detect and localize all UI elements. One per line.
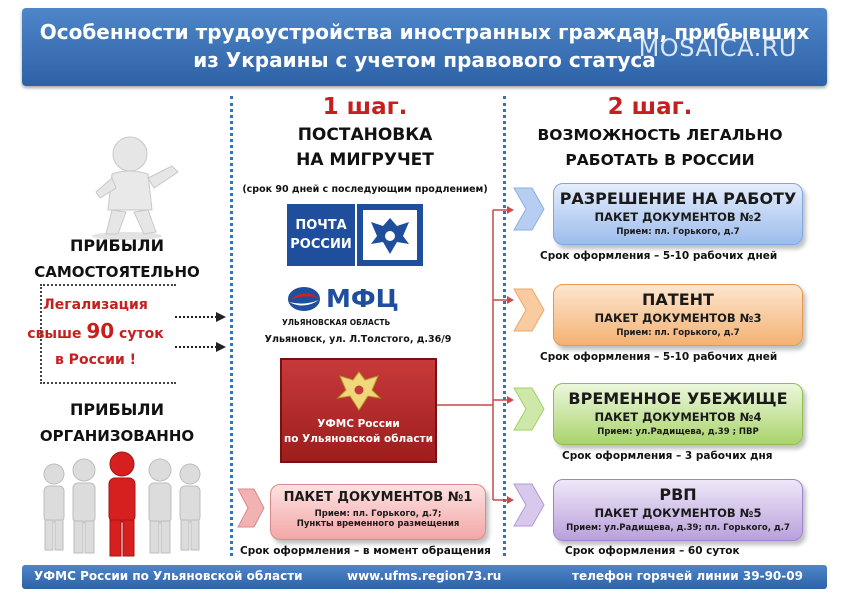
- asylum-card: ВРЕМЕННОЕ УБЕЖИЩЕ ПАКЕТ ДОКУМЕНТОВ №4 Пр…: [553, 383, 803, 445]
- step2-title-line-2: РАБОТАТЬ В РОССИИ: [565, 151, 755, 169]
- pochta-logo: ПОЧТА РОССИИ: [287, 204, 355, 266]
- step2-title-line-1: ВОЗМОЖНОСТЬ ЛЕГАЛЬНО: [537, 126, 783, 144]
- arrived-self-line-2: САМОСТОЯТЕЛЬНО: [34, 263, 200, 281]
- footer-bar: УФМС России по Ульяновской области www.u…: [22, 565, 827, 589]
- footer-org: УФМС России по Ульяновской области: [34, 569, 303, 583]
- patent-term: Срок оформления – 5-10 рабочих дней: [540, 351, 778, 363]
- card5-chevron-icon: [513, 483, 545, 527]
- rvp-address: Прием: ул.Радищева, д.39; пл. Горького, …: [566, 523, 790, 533]
- legal-post: суток: [114, 326, 164, 342]
- header-banner: Особенности трудоустройства иностранных …: [22, 8, 827, 86]
- rvp-card: РВП ПАКЕТ ДОКУМЕНТОВ №5 Прием: ул.Радище…: [553, 479, 803, 541]
- step1-title-line-1: ПОСТАНОВКА: [297, 125, 433, 145]
- legal-line-1: Легализация: [43, 297, 148, 313]
- mfc-address: Ульяновск, ул. Л.Толстого, д.36/9: [264, 334, 452, 345]
- card4-chevron-icon: [513, 387, 545, 431]
- group-people-icon: [43, 451, 201, 557]
- legal-days-number: 90: [86, 319, 115, 343]
- legal-line-2: свыше 90 суток: [18, 318, 173, 347]
- patent-title: ПАТЕНТ: [642, 290, 714, 309]
- work-permit-package: ПАКЕТ ДОКУМЕНТОВ №2: [594, 210, 762, 224]
- step2-number: 2 шаг.: [607, 94, 693, 120]
- asylum-address: Прием: ул.Радищева, д.39 ; ПВР: [597, 427, 759, 437]
- pochta-line-2: РОССИИ: [290, 237, 352, 252]
- package1-title: ПАКЕТ ДОКУМЕНТОВ №1: [283, 490, 473, 505]
- work-permit-term: Срок оформления – 5-10 рабочих дней: [540, 250, 778, 262]
- arrived-org-label: ПРИБЫЛИ ОРГАНИЗОВАННО: [22, 396, 212, 450]
- asylum-term: Срок оформления – 3 рабочих дня: [562, 450, 773, 462]
- package1-line-2: Пункты временного размещения: [296, 519, 460, 529]
- legal-arrows: [175, 312, 226, 352]
- rvp-package: ПАКЕТ ДОКУМЕНТОВ №5: [594, 506, 762, 520]
- arrived-self-line-1: ПРИБЫЛИ: [70, 236, 164, 255]
- eagle-emblem-icon: [357, 204, 423, 266]
- work-permit-address: Прием: пл. Горького, д.7: [616, 227, 740, 237]
- footer-phone: телефон горячей линии 39-90-09: [572, 569, 803, 583]
- legalization-note: Легализация свыше 90 суток в России !: [18, 292, 173, 373]
- person-thinking-icon: [92, 136, 179, 240]
- pochta-line-1: ПОЧТА: [295, 218, 347, 233]
- package1-chevron-icon: [237, 488, 265, 528]
- title-line-2: из Украины с учетом правового статуса: [193, 48, 656, 72]
- ufms-box: УФМС России по Ульяновской области: [280, 358, 437, 463]
- patent-card: ПАТЕНТ ПАКЕТ ДОКУМЕНТОВ №3 Прием: пл. Го…: [553, 284, 803, 346]
- card2-chevron-icon: [513, 187, 545, 231]
- watermark: MOSAICA.RU: [638, 34, 797, 62]
- mfc-region: УЛЬЯНОВСКАЯ ОБЛАСТЬ: [282, 318, 391, 327]
- ufms-eagle-icon: [336, 371, 381, 411]
- work-permit-card: РАЗРЕШЕНИЕ НА РАБОТУ ПАКЕТ ДОКУМЕНТОВ №2…: [553, 183, 803, 245]
- card3-chevron-icon: [513, 288, 545, 332]
- package1-line-1: Прием: пл. Горького, д.7;: [314, 509, 442, 519]
- step1-title: ПОСТАНОВКА НА МИГРУЧЕТ: [240, 123, 490, 173]
- asylum-title: ВРЕМЕННОЕ УБЕЖИЩЕ: [568, 389, 788, 408]
- legal-line-3: в России !: [54, 352, 137, 368]
- title-line-1: Особенности трудоустройства иностранных …: [39, 20, 810, 44]
- asylum-package: ПАКЕТ ДОКУМЕНТОВ №4: [594, 410, 762, 424]
- step2-title: ВОЗМОЖНОСТЬ ЛЕГАЛЬНО РАБОТАТЬ В РОССИИ: [510, 123, 810, 173]
- footer-site-link[interactable]: www.ufms.region73.ru: [347, 569, 502, 583]
- legal-pre: свыше: [27, 326, 87, 342]
- patent-address: Прием: пл. Горького, д.7: [616, 328, 740, 338]
- step1-title-line-2: НА МИГРУЧЕТ: [296, 150, 434, 170]
- arrived-org-line-2: ОРГАНИЗОВАННО: [39, 427, 195, 445]
- ufms-line-1: УФМС России: [317, 418, 400, 430]
- mfc-logo-icon: [288, 287, 320, 311]
- step1-number: 1 шаг.: [322, 94, 408, 120]
- arrived-self-label: ПРИБЫЛИ САМОСТОЯТЕЛЬНО: [22, 232, 212, 286]
- patent-package: ПАКЕТ ДОКУМЕНТОВ №3: [594, 311, 762, 325]
- step1-note: (срок 90 дней с последующим продлением): [242, 184, 488, 195]
- arrived-org-line-1: ПРИБЫЛИ: [70, 400, 164, 419]
- rvp-title: РВП: [659, 485, 697, 504]
- package1-term: Срок оформления – в момент обращения: [240, 545, 491, 557]
- mfc-name: МФЦ: [326, 284, 399, 313]
- rvp-term: Срок оформления – 60 суток: [565, 545, 740, 557]
- ufms-line-2: по Ульяновской области: [284, 433, 433, 445]
- legalization-frame: [40, 284, 176, 384]
- divider-right: [503, 96, 506, 556]
- divider-left: [230, 96, 233, 556]
- package1-card: ПАКЕТ ДОКУМЕНТОВ №1 Прием: пл. Горького,…: [270, 484, 486, 540]
- connector-lines: [437, 206, 514, 504]
- work-permit-title: РАЗРЕШЕНИЕ НА РАБОТУ: [559, 189, 797, 208]
